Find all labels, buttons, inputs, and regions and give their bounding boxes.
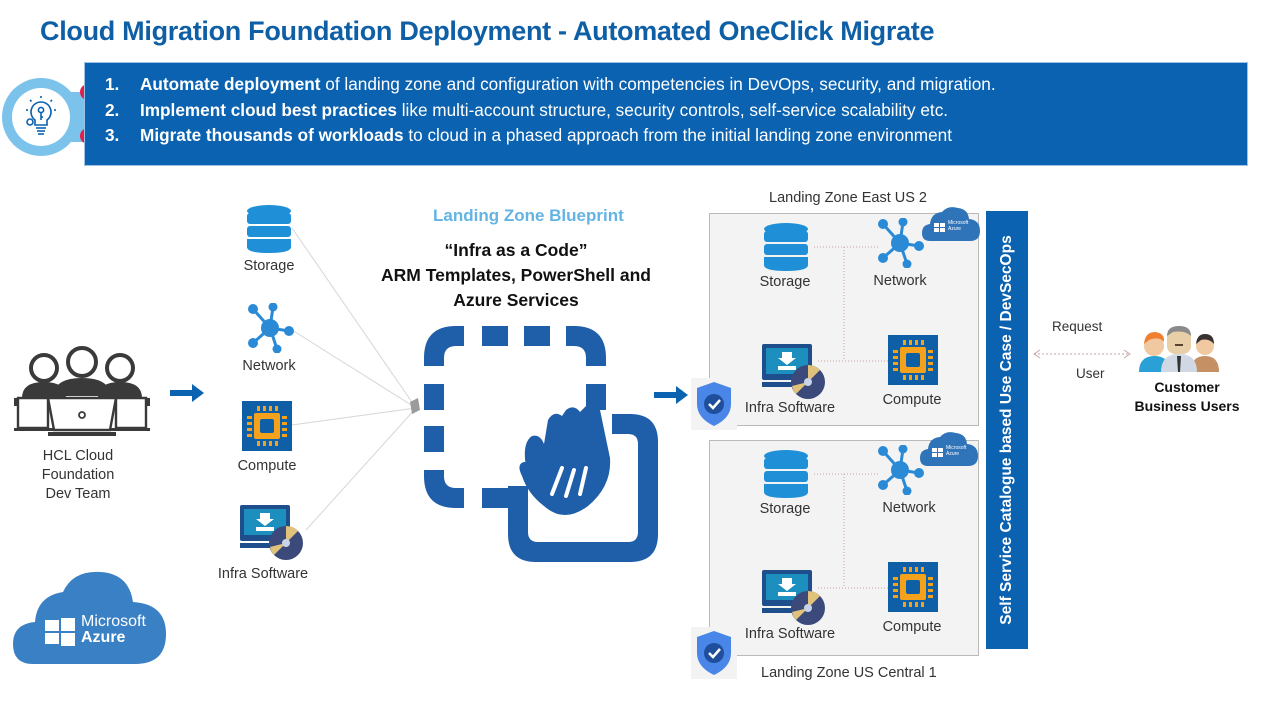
zone-item-label: Network [882, 500, 936, 516]
objectives-list: 1.Automate deployment of landing zone an… [105, 72, 996, 149]
infra-software-icon [240, 505, 303, 560]
storage-icon [764, 223, 808, 271]
azure-cloud-icon [13, 571, 166, 664]
azure-cloud-icon [920, 432, 978, 466]
azure-cloud-icon [922, 207, 980, 241]
network-icon [248, 302, 294, 354]
resource-compute [242, 401, 292, 456]
resource-storage [246, 205, 292, 258]
zone-item-label: Network [873, 273, 927, 289]
request-label: Request [1052, 319, 1103, 334]
compute-icon [888, 335, 938, 385]
storage-icon [247, 205, 291, 253]
page-title: Cloud Migration Foundation Deployment - … [40, 16, 935, 46]
objective-item: 2.Implement cloud best practices like mu… [105, 99, 949, 120]
lightbulb-key-gear-icon [26, 96, 56, 135]
resource-infra-software [240, 505, 306, 566]
resource-label: Storage [243, 258, 295, 274]
zone-storage [763, 450, 809, 503]
zone-network [875, 217, 925, 273]
infra-software-icon [762, 570, 825, 625]
compute-icon [242, 401, 292, 451]
zone-infra-software [762, 344, 828, 405]
customer-label: Customer Business Users [1134, 379, 1240, 414]
zone-item-label: Infra Software [744, 400, 836, 416]
zone-title: Landing Zone East US 2 [769, 190, 927, 206]
resource-label: Network [242, 358, 296, 374]
compute-icon [888, 562, 938, 612]
shield-check-icon [697, 382, 731, 426]
zone-title: Landing Zone US Central 1 [761, 665, 937, 681]
zone-infra-software [762, 570, 828, 631]
user-label: User [1076, 366, 1105, 381]
microsoft-azure-logo: Microsoft Azure [13, 566, 166, 666]
security-shield-badge [691, 378, 737, 430]
network-icon [878, 217, 924, 269]
resource-network [245, 302, 295, 358]
zone-compute [888, 335, 938, 390]
objectives-banner: 1.Automate deployment of landing zone an… [84, 62, 1248, 166]
storage-icon [764, 450, 808, 498]
zone-storage [763, 223, 809, 276]
zone-compute [888, 562, 938, 617]
objective-item: 1.Automate deployment of landing zone an… [105, 74, 996, 94]
zone-item-label: Storage [759, 274, 811, 290]
zone-item-label: Infra Software [744, 626, 836, 642]
security-shield-badge [691, 627, 737, 679]
zone-item-label: Compute [882, 619, 942, 635]
network-icon [878, 444, 924, 496]
flow-arrow-icon [170, 384, 204, 402]
azure-cloud-badge: Microsoft Azure [922, 205, 980, 248]
blueprint-description: “Infra as a Code” ARM Templates, PowerSh… [380, 240, 651, 310]
objective-item: 3.Migrate thousands of workloads to clou… [105, 125, 953, 145]
resource-label: Infra Software [217, 566, 309, 582]
resource-label: Compute [237, 458, 297, 474]
flow-arrow-icon [654, 386, 688, 404]
landing-zone-us-central-1 [709, 440, 979, 656]
bulb-badge [12, 88, 70, 146]
self-service-catalogue-bar: Self Service Catalogue based Use Case / … [986, 211, 1028, 649]
dev-team-label: HCL Cloud Foundation Dev Team [41, 448, 115, 502]
shield-check-icon [697, 631, 731, 675]
blueprint-title: Landing Zone Blueprint [433, 206, 624, 225]
infra-software-icon [762, 344, 825, 399]
dev-team-laptops-icon [14, 346, 150, 449]
zone-network [875, 444, 925, 500]
zone-item-label: Storage [759, 501, 811, 517]
zone-item-label: Compute [882, 392, 942, 408]
azure-cloud-badge: Microsoft Azure [920, 430, 978, 473]
drag-select-hand-icon [424, 326, 660, 571]
business-users-icon [1137, 324, 1221, 377]
